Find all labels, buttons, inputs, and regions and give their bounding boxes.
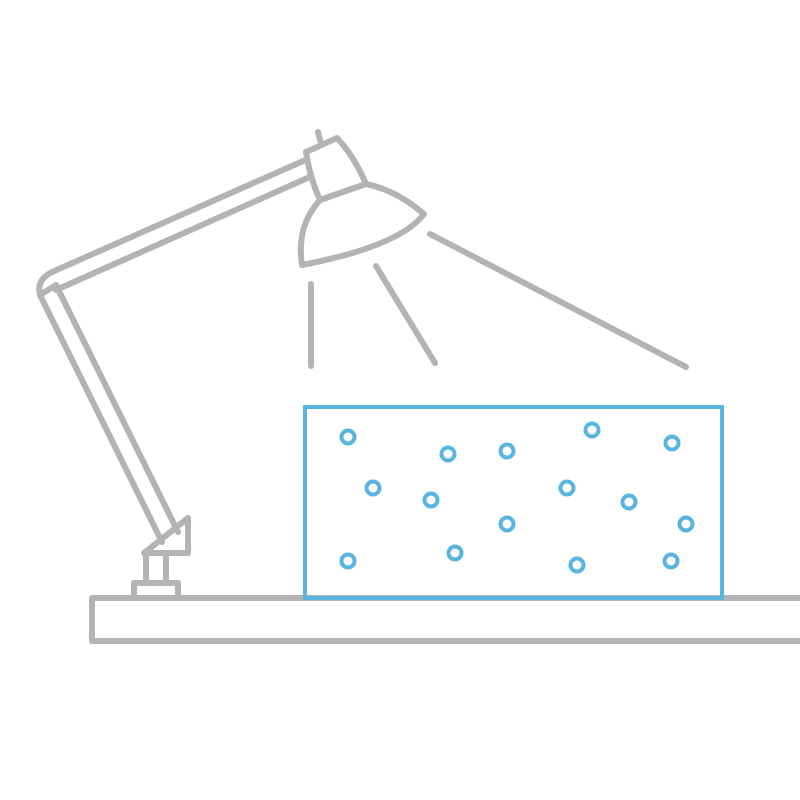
light-beam [373,263,438,366]
light-beam [427,231,689,370]
particle [568,556,586,574]
particle [498,442,516,460]
lamp-clamp-post [143,550,169,586]
particle [364,479,382,497]
light-beams [308,231,689,370]
lamp-shade [297,181,427,268]
particle [677,515,695,533]
lamp-switch [315,129,323,143]
particle [422,491,440,509]
desk [89,595,800,644]
particle [583,421,601,439]
particle [498,515,516,533]
particle [339,552,357,570]
particle [662,552,680,570]
particle [446,544,464,562]
particle [558,479,576,497]
container [303,405,724,600]
desk-lamp [36,129,427,601]
lamp-elbow [36,269,59,298]
particle [620,493,638,511]
particles [339,421,695,574]
particle [663,434,681,452]
lamp-lower-arm [37,282,181,545]
container-box [303,405,724,600]
particle [339,428,357,446]
lamp-upper-arm [49,155,315,293]
particle [439,445,457,463]
